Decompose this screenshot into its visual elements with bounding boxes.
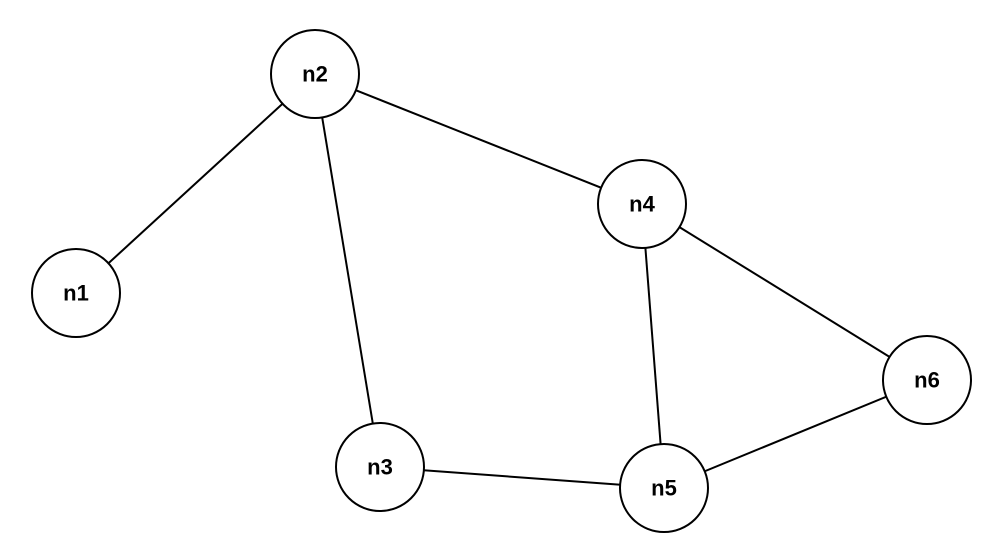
nodes-layer: n1 n2 n3 n4 n5 n6 bbox=[31, 29, 972, 533]
node-n2[interactable]: n2 bbox=[270, 29, 360, 119]
edge-n4-n6[interactable] bbox=[641, 203, 928, 381]
edge-n4-n5[interactable] bbox=[641, 203, 665, 489]
edge-n1-n2[interactable] bbox=[75, 73, 316, 294]
edge-n5-n6[interactable] bbox=[663, 379, 928, 489]
edge-n2-n4[interactable] bbox=[314, 73, 643, 205]
node-n3[interactable]: n3 bbox=[335, 422, 425, 512]
edge-n3-n5[interactable] bbox=[379, 466, 665, 489]
node-label-n3: n3 bbox=[367, 455, 393, 480]
node-label-n5: n5 bbox=[651, 476, 677, 501]
node-n6[interactable]: n6 bbox=[882, 335, 972, 425]
node-circle-n3[interactable] bbox=[335, 422, 425, 512]
edges-layer bbox=[75, 73, 928, 489]
node-n4[interactable]: n4 bbox=[597, 159, 687, 249]
node-circle-n4[interactable] bbox=[597, 159, 687, 249]
node-n1[interactable]: n1 bbox=[31, 248, 121, 338]
node-label-n4: n4 bbox=[629, 192, 655, 217]
node-label-n2: n2 bbox=[302, 62, 328, 87]
node-label-n1: n1 bbox=[63, 281, 89, 306]
edge-n2-n3[interactable] bbox=[314, 73, 381, 468]
node-label-n6: n6 bbox=[914, 368, 940, 393]
node-n5[interactable]: n5 bbox=[619, 443, 709, 533]
node-circle-n6[interactable] bbox=[882, 335, 972, 425]
node-circle-n2[interactable] bbox=[270, 29, 360, 119]
node-circle-n1[interactable] bbox=[31, 248, 121, 338]
node-circle-n5[interactable] bbox=[619, 443, 709, 533]
